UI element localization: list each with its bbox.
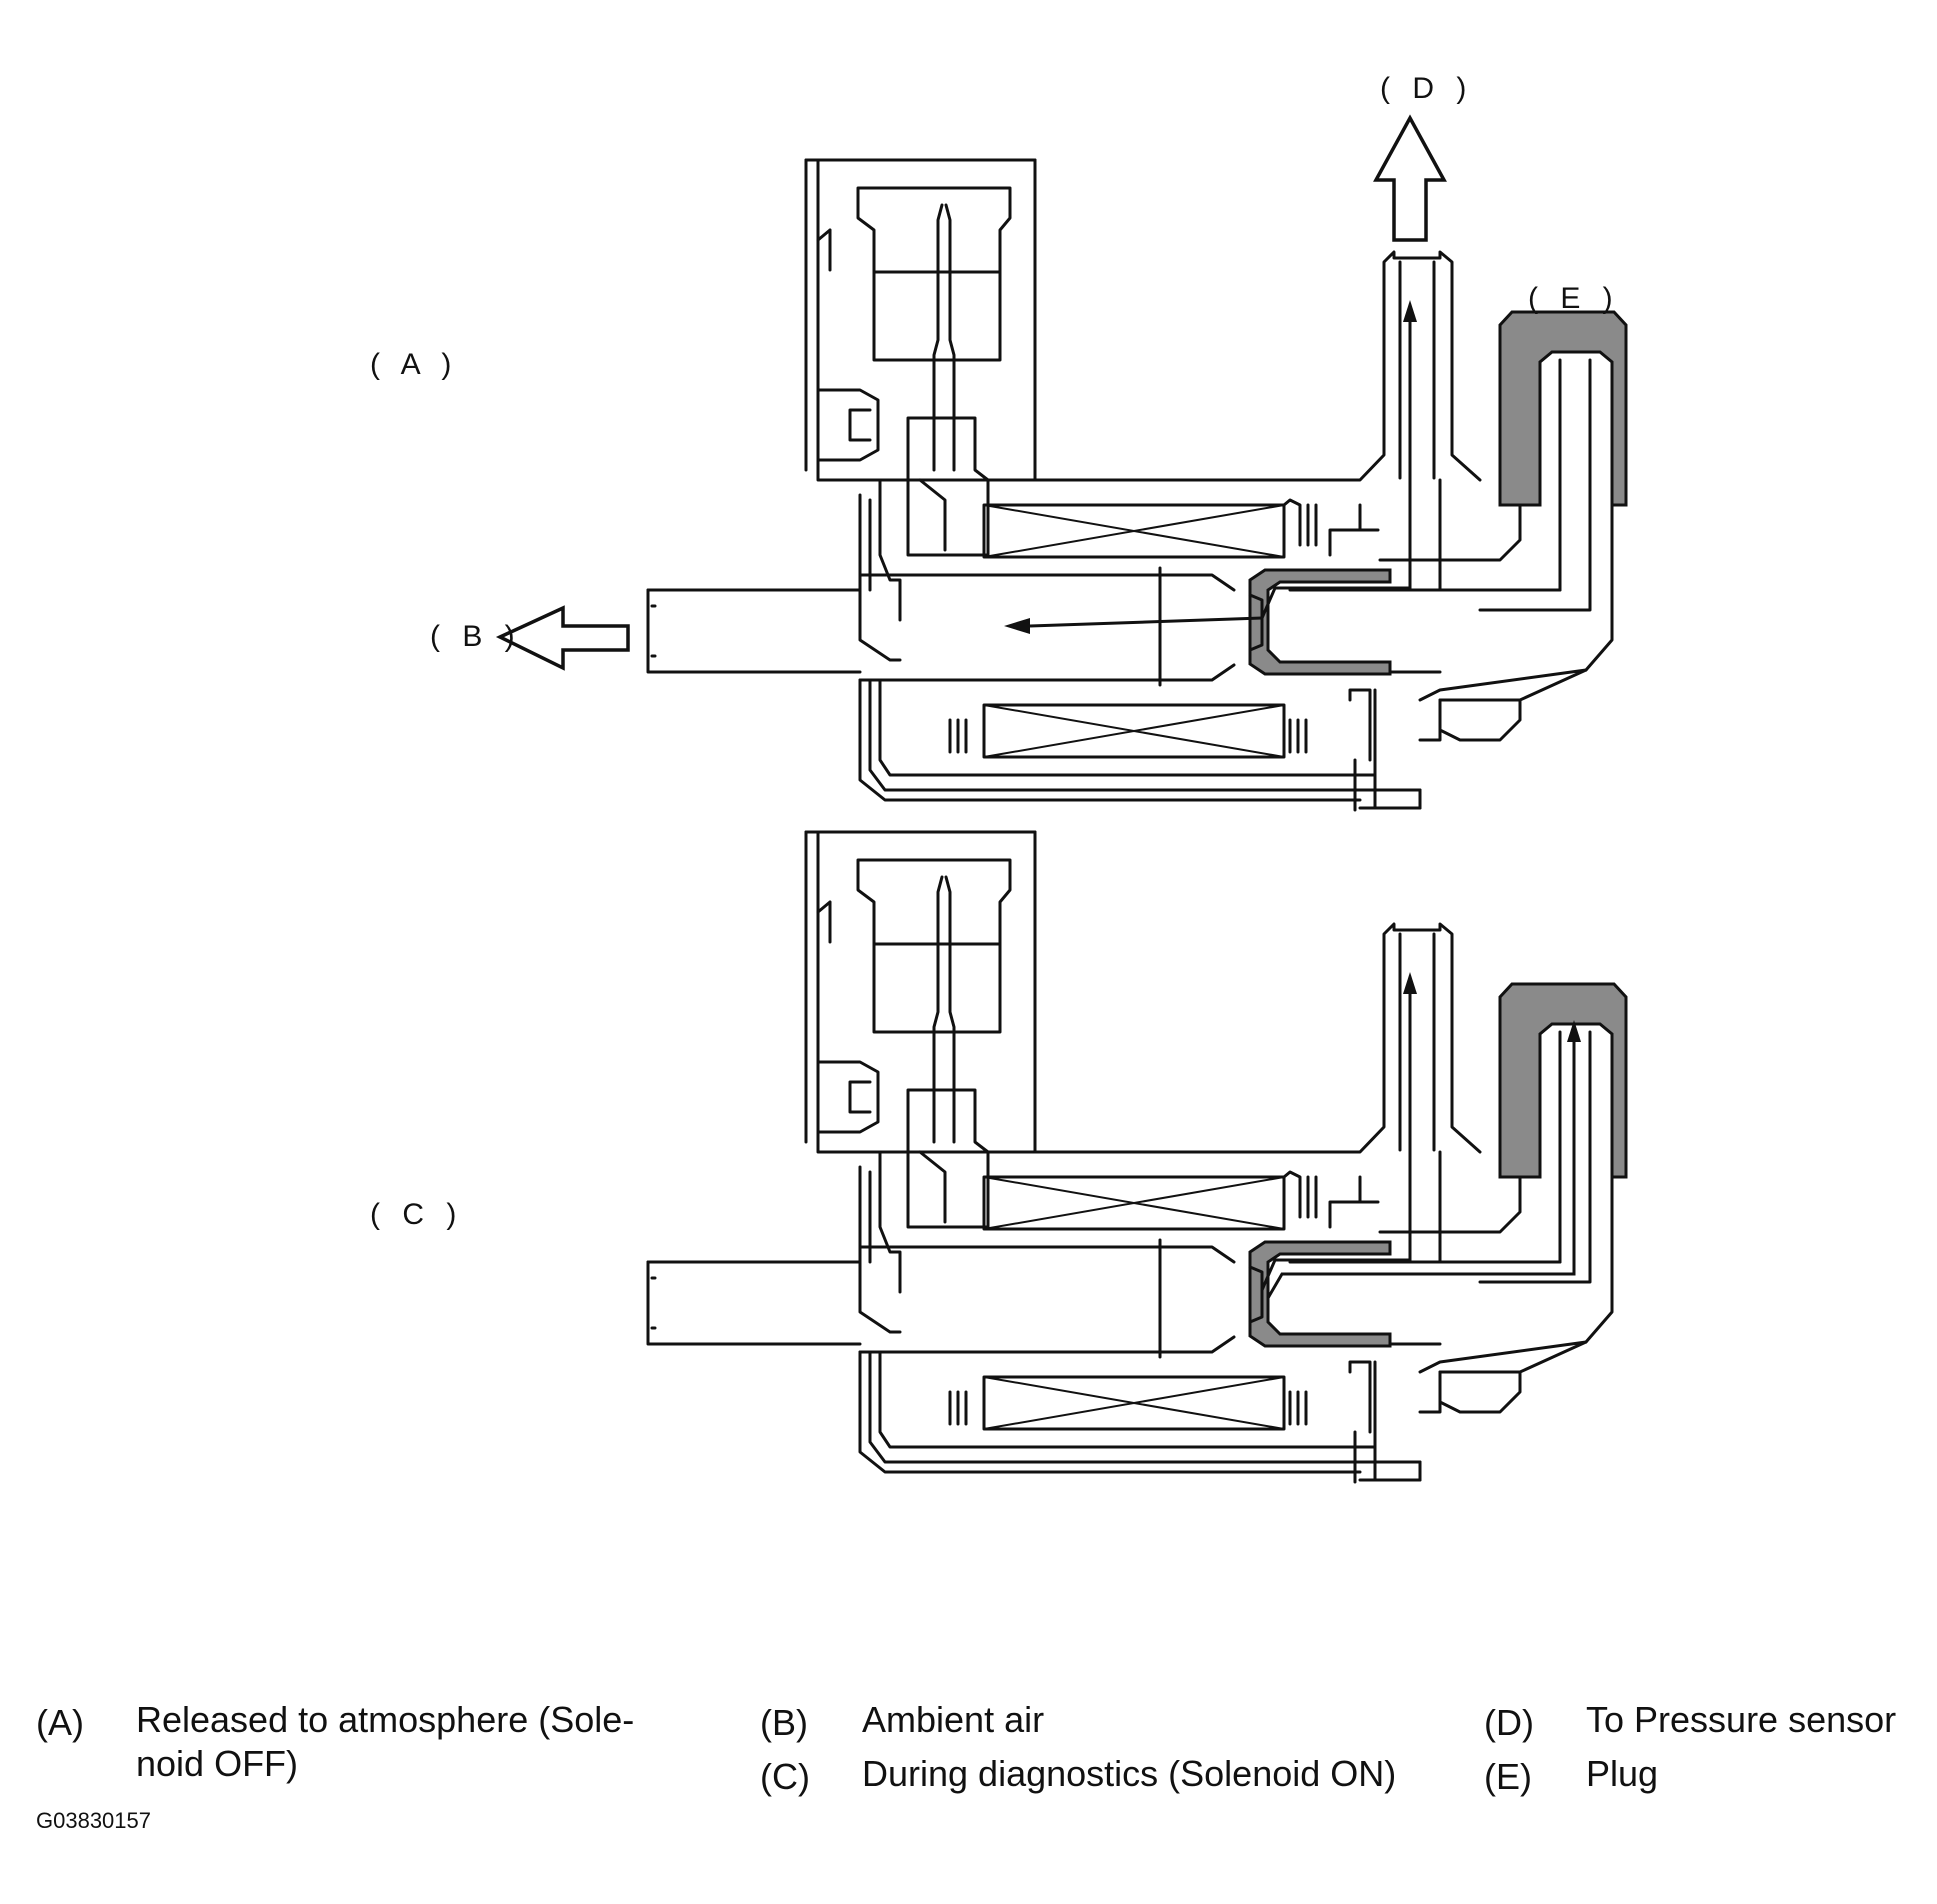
legend-text-d: To Pressure sensor xyxy=(1586,1699,1897,1740)
plug-cap xyxy=(1498,310,1628,507)
callout-b: ( B ) xyxy=(430,620,522,653)
callout-c: ( C ) xyxy=(370,1198,464,1231)
callout-e: ( E ) xyxy=(1528,282,1620,315)
valve-upper-released xyxy=(495,114,1628,812)
flow-to-pressure-sensor xyxy=(1260,322,1412,619)
figure-id: G03830157 xyxy=(36,1808,151,1833)
legend-text-a: Released to atmosphere (Sole- noid OFF) xyxy=(136,1699,635,1784)
legend-code-d: (D) xyxy=(1484,1702,1534,1743)
callout-a: ( A ) xyxy=(370,348,459,381)
legend-text-e: Plug xyxy=(1586,1753,1659,1794)
legend-code-a: (A) xyxy=(36,1702,84,1743)
legend-text-b: Ambient air xyxy=(862,1699,1045,1740)
legend-text-c: During diagnostics (Solenoid ON) xyxy=(862,1753,1397,1794)
legend-code-e: (E) xyxy=(1484,1756,1532,1797)
callout-d: ( D ) xyxy=(1380,72,1474,105)
plug-cap xyxy=(1498,982,1628,1179)
valve-lower-diagnostics xyxy=(646,830,1628,1484)
flow-to-ambient xyxy=(1029,616,1263,628)
flow-to-pressure-sensor xyxy=(1260,994,1412,1291)
arrow-to-pressure-sensor xyxy=(1373,114,1447,242)
legend-code-c: (C) xyxy=(760,1756,810,1797)
legend-code-b: (B) xyxy=(760,1702,808,1743)
arrow-ambient-air xyxy=(495,605,630,671)
flow-to-plug xyxy=(1266,1042,1576,1299)
